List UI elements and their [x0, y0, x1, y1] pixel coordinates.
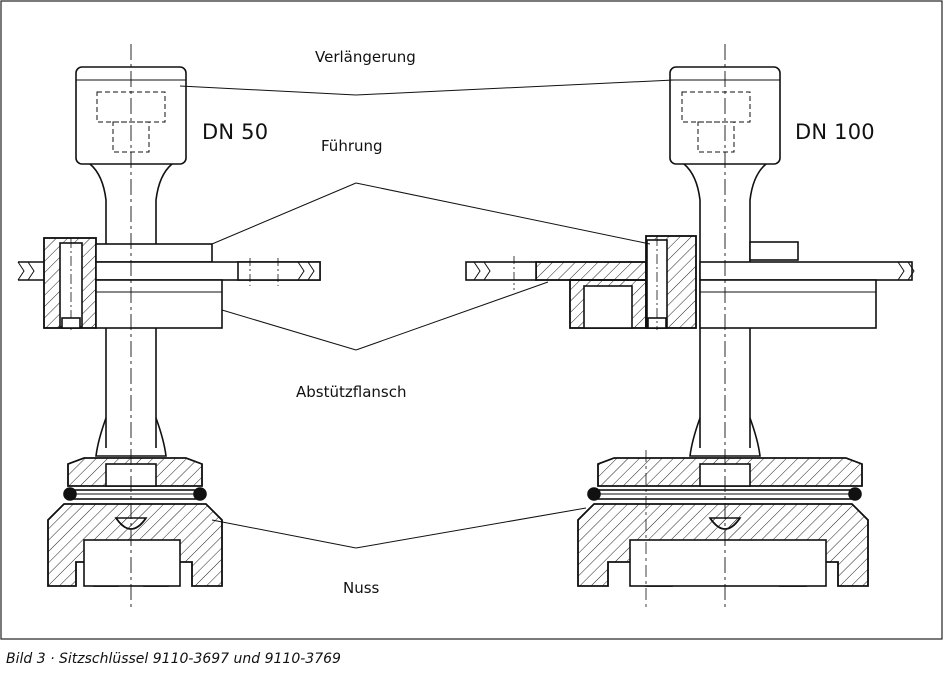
- leader-nut-right: [355, 507, 587, 549]
- label-extension: Verlängerung: [315, 48, 416, 66]
- label-size-dn50: DN 50: [202, 120, 269, 144]
- leader-extension-right: [355, 79, 675, 96]
- support-flange-left: [95, 279, 223, 329]
- label-guide: Führung: [321, 137, 383, 155]
- figure-border: [0, 0, 943, 640]
- leader-extension-left: [179, 85, 357, 96]
- leader-nut-left: [211, 519, 357, 549]
- leader-guide-left: [211, 182, 357, 245]
- tool-dn50: [17, 44, 321, 610]
- tool-dn100: [465, 44, 915, 610]
- label-support-flange: Abstützflansch: [296, 383, 407, 401]
- leader-flange-right: [355, 281, 549, 351]
- label-size-dn100: DN 100: [795, 120, 875, 144]
- figure-caption: Bild 3 · Sitzschlüssel 9110-3697 und 911…: [6, 651, 341, 667]
- label-nut: Nuss: [343, 579, 380, 597]
- leader-guide-right: [355, 182, 651, 245]
- leader-lines: [179, 79, 675, 549]
- leader-flange-left: [221, 309, 357, 351]
